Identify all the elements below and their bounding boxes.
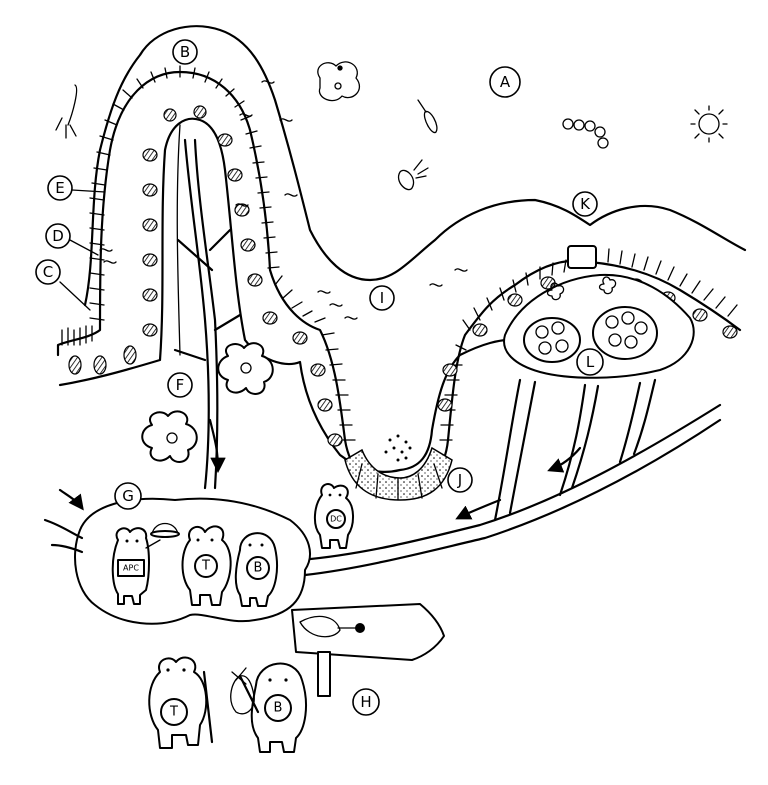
- b-walker-label: B: [274, 701, 283, 716]
- apc-cell: APC: [111, 522, 180, 605]
- t-walker-label: T: [169, 705, 178, 720]
- t-cell-traveler: T: [148, 656, 214, 749]
- svg-text:C: C: [43, 263, 53, 281]
- label-C: C: [35, 259, 91, 311]
- mucus-squiggles: [99, 80, 468, 320]
- svg-text:B: B: [180, 43, 190, 61]
- arrow-villus-to-node: [208, 418, 226, 474]
- epithelium-inner-outline: [58, 117, 522, 473]
- svg-text:A: A: [500, 73, 511, 91]
- epithelial-nuclei: [68, 105, 738, 447]
- dome-immune-cells: [546, 276, 617, 301]
- svg-text:L: L: [586, 353, 595, 371]
- afferent-vessel-left-2: [50, 543, 84, 554]
- label-B: B: [172, 39, 198, 65]
- svg-text:D: D: [52, 227, 64, 245]
- label-A: A: [489, 66, 521, 98]
- svg-text:H: H: [360, 693, 371, 711]
- crypt-base: [344, 434, 453, 501]
- m-cell: [567, 245, 597, 269]
- lymphoid-follicle-right: [592, 306, 658, 360]
- svg-text:F: F: [176, 376, 185, 394]
- svg-text:K: K: [580, 195, 591, 213]
- label-J: J: [447, 467, 473, 493]
- b-node-label: B: [254, 561, 263, 576]
- label-L: L: [576, 348, 604, 376]
- dendritic-cell-lower: [141, 410, 198, 463]
- lymphoid-follicle-left: [523, 317, 581, 363]
- microbes: [55, 61, 728, 191]
- label-F: F: [167, 372, 193, 398]
- lymphatic-vessel-villus: [173, 138, 242, 490]
- dendritic-cell-dc: DC: [314, 483, 354, 549]
- draining-lymphatic-main: [298, 403, 722, 562]
- arrow-into-node: [58, 488, 84, 511]
- mucus-layer-outline: [83, 25, 747, 307]
- svg-text:G: G: [122, 487, 134, 505]
- svg-text:I: I: [380, 289, 384, 307]
- label-G: G: [114, 482, 142, 510]
- signpost: [291, 603, 445, 697]
- t-cell-in-node: T: [181, 525, 232, 606]
- b-cell-in-node: B: [234, 532, 278, 607]
- afferent-vessel-left: [43, 518, 84, 540]
- label-D: D: [45, 223, 99, 256]
- label-H: H: [352, 688, 380, 716]
- arrow-dome-branch: [547, 446, 582, 473]
- epithelium-outer-outline: [56, 70, 742, 490]
- dendritic-cell-upper: [217, 342, 274, 395]
- arrow-main-lymphatic: [455, 498, 502, 520]
- t-node-label: T: [201, 559, 210, 574]
- label-E: E: [47, 175, 106, 201]
- svg-text:J: J: [457, 471, 462, 489]
- svg-text:E: E: [55, 179, 64, 197]
- apc-label: APC: [123, 564, 139, 573]
- label-I: I: [369, 285, 395, 311]
- draining-lymphatic-main-inner: [303, 418, 722, 577]
- b-cell-traveler: B: [230, 662, 307, 753]
- lymphatic-branches: [493, 378, 657, 522]
- label-K: K: [572, 191, 598, 217]
- dc-label: DC: [330, 515, 342, 524]
